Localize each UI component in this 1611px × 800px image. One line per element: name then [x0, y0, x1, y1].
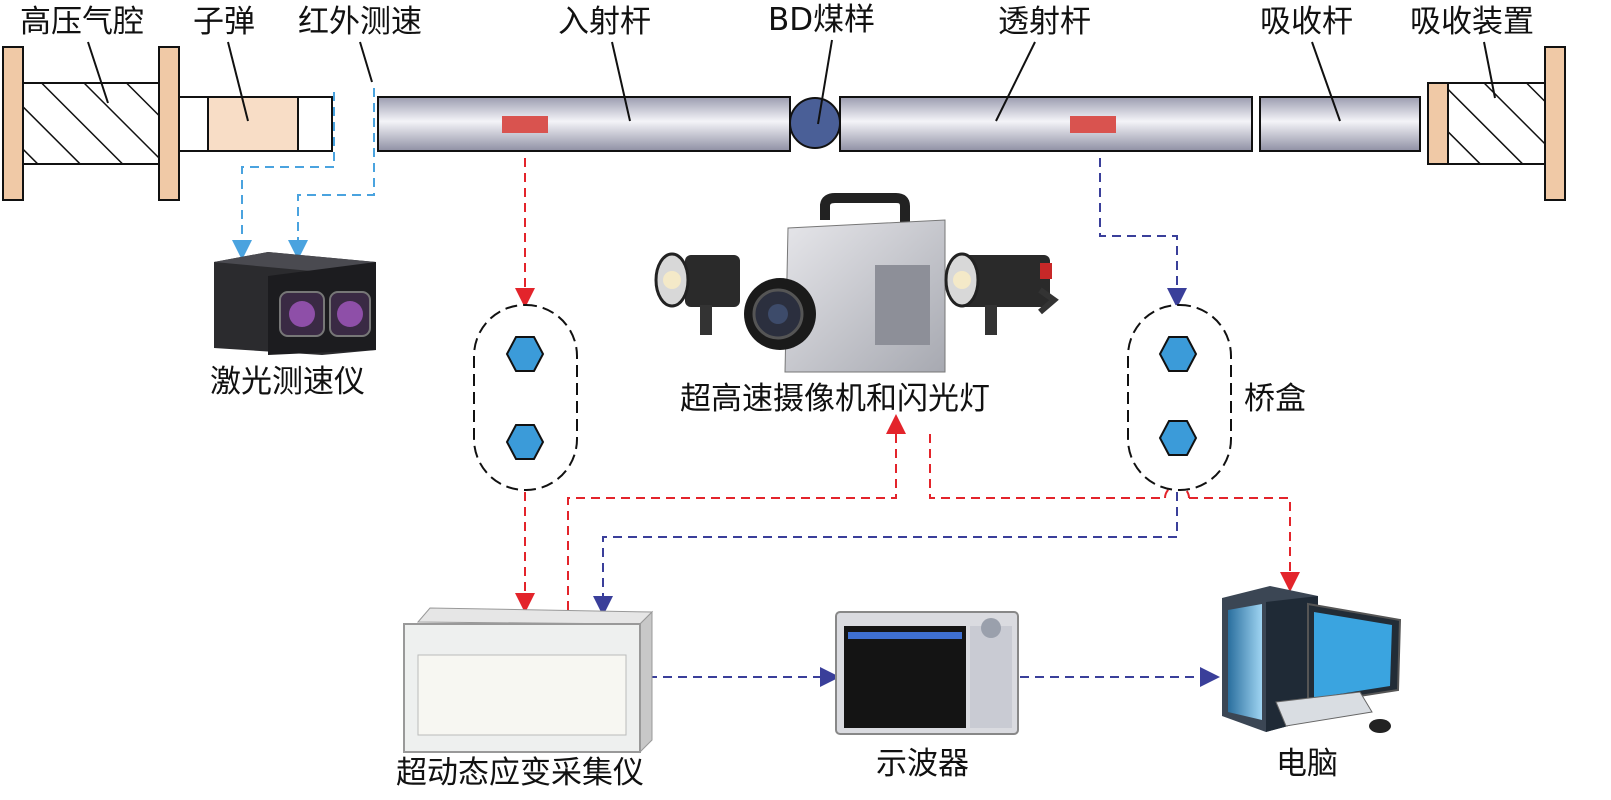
- leader-lines: [87, 39, 1496, 125]
- high-speed-camera-icon: [744, 193, 946, 373]
- flash-lamp-icon: [944, 252, 1059, 335]
- coal-sample: [789, 97, 841, 149]
- transmission-bar-label: 透射杆: [998, 4, 1091, 40]
- coal-sample-label: BD煤样: [768, 2, 875, 38]
- laser-velocimeter-icon: [214, 252, 376, 355]
- blue-signal-lines: [593, 158, 1220, 687]
- bullet-barrel: [178, 96, 333, 152]
- terminal-icon: [1158, 420, 1198, 456]
- bullet-label: 子弹: [193, 4, 255, 40]
- gas-chamber-label: 高压气腔: [20, 4, 144, 40]
- terminal-icon: [505, 336, 545, 372]
- strain-collector-label: 超动态应变采集仪: [396, 755, 644, 791]
- computer-label: 电脑: [1276, 746, 1338, 782]
- camera-flash-label: 超高速摄像机和闪光灯: [680, 381, 990, 417]
- strain-collector-icon: [403, 607, 654, 754]
- bridge-box-left: [473, 304, 578, 491]
- infrared-speed-label: 红外测速: [298, 4, 422, 40]
- incident-bar: [377, 96, 791, 152]
- laser-velocimeter-label: 激光测速仪: [210, 364, 365, 400]
- transmission-strain-gauge: [1070, 116, 1116, 133]
- flash-lamp-icon: [654, 252, 740, 335]
- incident-strain-gauge: [502, 116, 548, 133]
- absorption-device-label: 吸收装置: [1410, 4, 1534, 40]
- oscilloscope-label: 示波器: [876, 746, 969, 782]
- absorption-bar: [1259, 96, 1421, 152]
- transmission-bar: [839, 96, 1253, 152]
- gas-chamber: [2, 46, 180, 201]
- absorption-bar-label: 吸收杆: [1260, 4, 1353, 40]
- oscilloscope-icon: [835, 611, 1019, 735]
- computer-icon: [1222, 586, 1402, 733]
- incident-bar-label: 入射杆: [558, 4, 651, 40]
- terminal-icon: [505, 424, 545, 460]
- absorption-device: [1427, 46, 1566, 201]
- speed-signal-lines: [232, 88, 375, 260]
- bullet: [207, 96, 299, 152]
- bridge-box-label: 桥盒: [1244, 381, 1306, 417]
- terminal-icon: [1158, 336, 1198, 372]
- bridge-box-right: [1127, 304, 1232, 491]
